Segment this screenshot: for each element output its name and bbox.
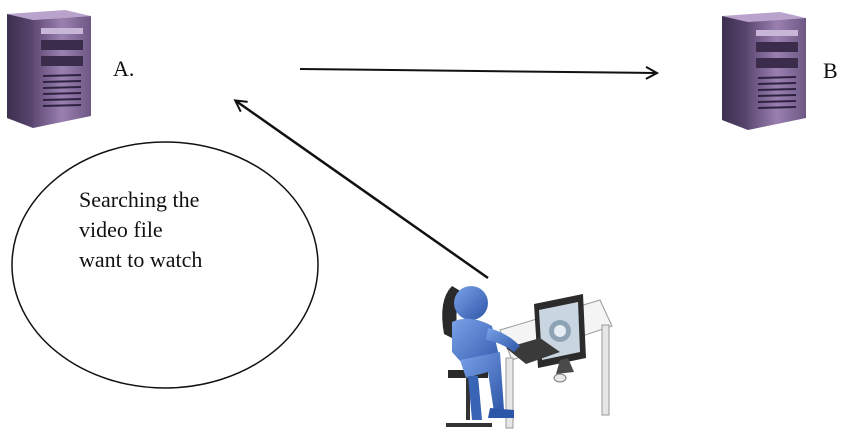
- server-b-icon: [722, 12, 806, 130]
- arrow-a-to-b: [299, 69, 656, 73]
- server-a-label: A.: [113, 56, 135, 81]
- user-at-computer-icon: [442, 286, 613, 429]
- thought-line: video file: [79, 217, 163, 242]
- thought-bubble: [11, 141, 319, 389]
- thought-bubble-text: Searching the video file want to watch: [79, 185, 202, 275]
- thought-line: want to watch: [79, 247, 203, 272]
- server-a-icon: [7, 10, 91, 128]
- thought-line: Searching the: [79, 187, 200, 212]
- server-b-label: B: [823, 58, 838, 83]
- arrow-user-to-a: [236, 101, 489, 280]
